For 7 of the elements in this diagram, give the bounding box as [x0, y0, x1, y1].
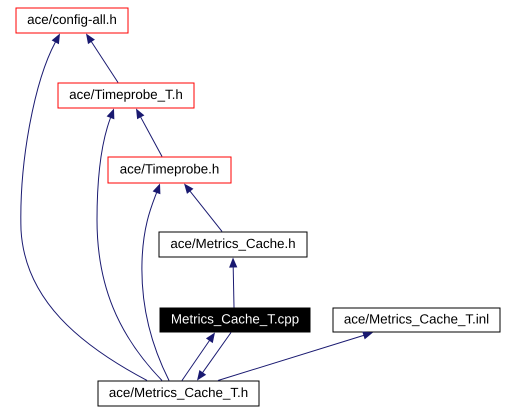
file-box: ace/Metrics_Cache_T.h: [98, 380, 260, 406]
file-box: ace/Timeprobe_T.h: [58, 82, 194, 108]
file-box: Metrics_Cache_T.cpp: [160, 308, 310, 332]
file-box: ace/Metrics_Cache.h: [158, 232, 308, 258]
file-box: ace/config-all.h: [16, 8, 128, 34]
file-box: ace/Timeprobe.h: [108, 156, 232, 184]
file-box: ace/Metrics_Cache_T.inl: [332, 308, 500, 332]
